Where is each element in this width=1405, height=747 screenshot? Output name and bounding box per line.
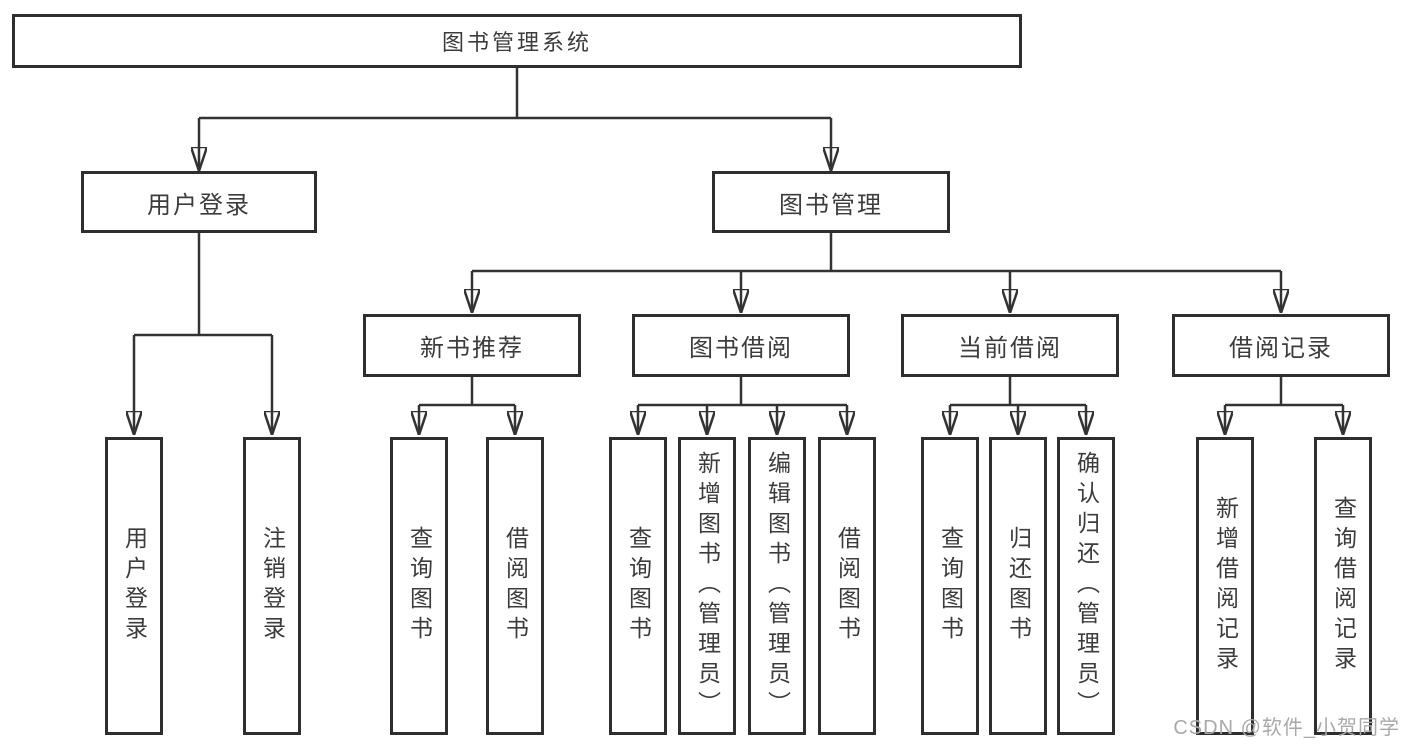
leaf-query-borrow-record: 查询借阅记录: [1314, 437, 1372, 735]
leaf-query-books-borrowing: 查询图书: [609, 437, 667, 735]
leaf-logout-login: 注销登录: [243, 437, 301, 735]
leaf-query-books-recommend: 查询图书: [390, 437, 448, 735]
leaf-user-login: 用户登录: [105, 437, 163, 735]
leaf-add-books-admin: 新增图书（管理员）: [678, 437, 736, 735]
node-book-management: 图书管理: [712, 171, 950, 233]
node-current-borrowing: 当前借阅: [901, 314, 1119, 377]
node-user-login: 用户登录: [81, 171, 317, 233]
node-book-borrowing: 图书借阅: [632, 314, 850, 377]
watermark-csdn: CSDN @软件_小贺同学: [1173, 717, 1400, 739]
leaf-borrow-books-recommend: 借阅图书: [486, 437, 544, 735]
node-new-book-recommendation: 新书推荐: [363, 314, 581, 377]
leaf-query-books-current: 查询图书: [921, 437, 979, 735]
leaf-confirm-return-admin: 确认归还（管理员）: [1057, 437, 1115, 735]
leaf-return-books: 归还图书: [989, 437, 1047, 735]
leaf-borrow-books-borrowing: 借阅图书: [818, 437, 876, 735]
leaf-add-borrow-record: 新增借阅记录: [1196, 437, 1254, 735]
node-borrowing-records: 借阅记录: [1172, 314, 1390, 377]
leaf-edit-books-admin: 编辑图书（管理员）: [748, 437, 806, 735]
node-library-system: 图书管理系统: [12, 14, 1022, 68]
